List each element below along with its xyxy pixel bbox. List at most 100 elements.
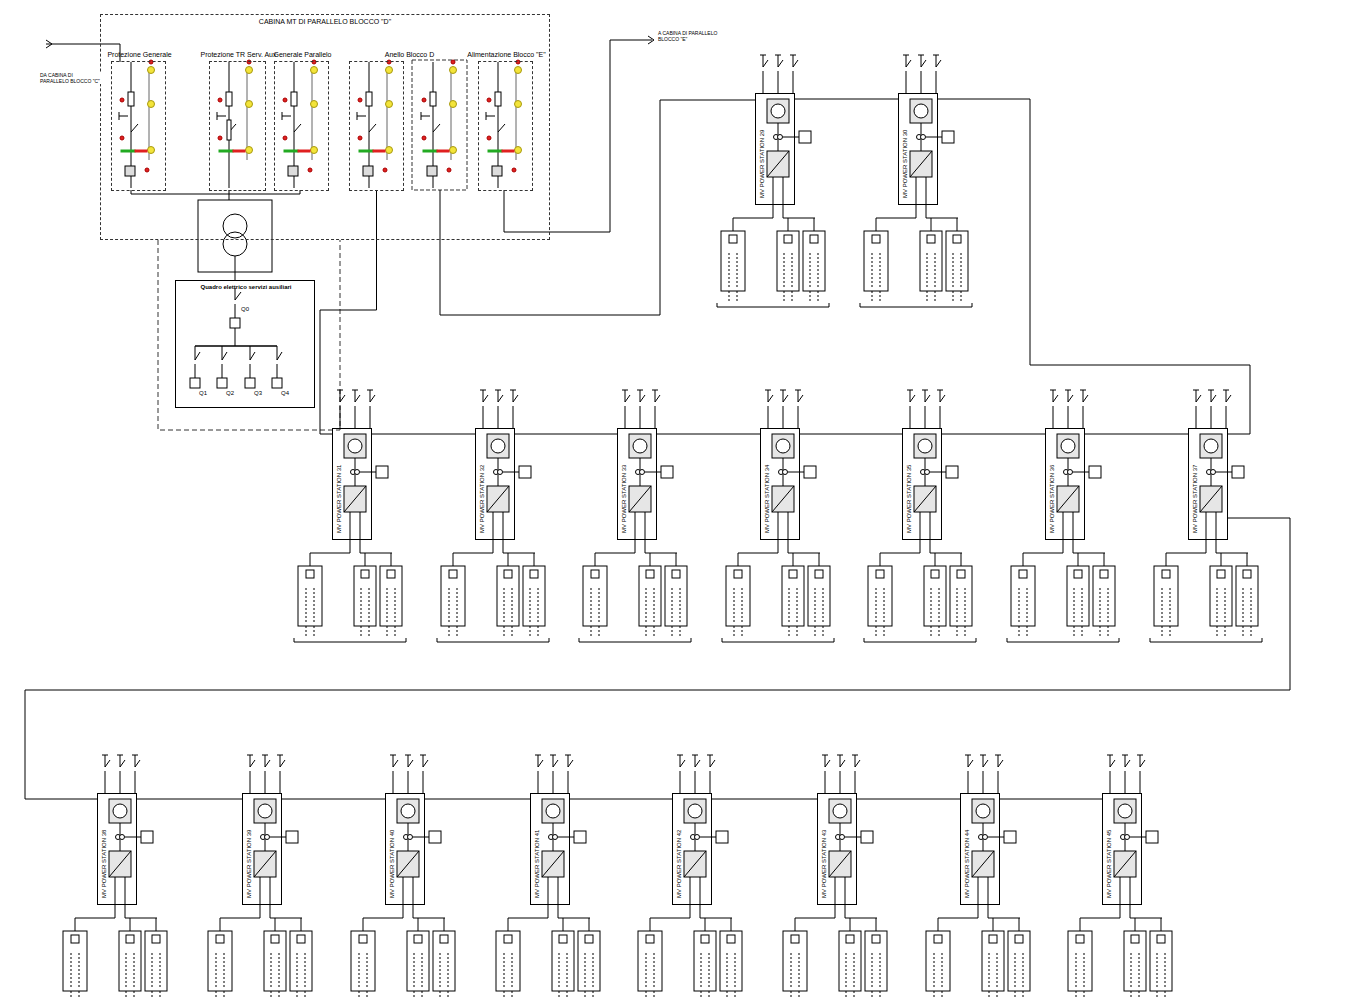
indicator-lamp — [386, 67, 393, 74]
switch-symbol — [250, 760, 255, 767]
wire — [840, 755, 841, 767]
wire — [835, 877, 836, 905]
inverter-symbol — [767, 151, 789, 177]
pv-string — [818, 253, 819, 289]
switch-symbol — [983, 760, 988, 767]
switch-symbol — [340, 395, 345, 402]
wire — [935, 553, 936, 566]
wire — [690, 877, 691, 905]
wire — [503, 472, 519, 473]
pv-string — [367, 953, 368, 989]
pv-string — [934, 991, 935, 999]
wire — [692, 755, 698, 756]
wire — [310, 553, 350, 554]
mv-cable — [137, 799, 242, 800]
fuse-symbol — [989, 935, 997, 943]
transformer-winding — [223, 232, 247, 256]
wire — [310, 553, 311, 566]
pv-string — [367, 991, 368, 999]
pv-string — [1100, 626, 1101, 638]
wire — [340, 390, 341, 402]
wire — [710, 771, 711, 793]
pv-string — [79, 953, 80, 989]
node-label: MV POWER STATION 39 — [246, 830, 253, 898]
wire — [1053, 406, 1054, 428]
switch-symbol — [968, 760, 973, 767]
wire — [780, 390, 786, 391]
pv-string — [823, 626, 824, 638]
wire — [680, 755, 681, 767]
pv-string — [1074, 588, 1075, 624]
fuse-symbol — [646, 935, 654, 943]
string-box — [946, 231, 968, 291]
wire — [220, 918, 260, 919]
switch-symbol — [1125, 760, 1130, 767]
pv-string — [957, 588, 958, 624]
pv-string — [314, 588, 315, 624]
wire — [783, 137, 799, 138]
node-label: MV POWER STATION 40 — [389, 830, 396, 898]
wire — [408, 771, 409, 793]
pv-string — [538, 588, 539, 624]
pv-string — [1019, 588, 1020, 624]
string-box — [782, 566, 804, 626]
wire — [115, 877, 116, 905]
pv-string — [961, 253, 962, 289]
status-dot — [422, 98, 426, 102]
pv-string — [797, 588, 798, 624]
wire — [403, 877, 404, 905]
wire — [360, 472, 376, 473]
switch-symbol — [910, 395, 915, 402]
pv-string — [591, 626, 592, 638]
string-box — [777, 231, 799, 291]
switch-symbol — [840, 760, 845, 767]
wire — [589, 918, 590, 931]
transformer-winding — [348, 439, 362, 453]
aux-box — [574, 831, 586, 843]
pv-string — [559, 991, 560, 999]
pv-string — [709, 953, 710, 989]
pv-string — [361, 588, 362, 624]
pv-string — [784, 253, 785, 289]
fuse-symbol — [872, 935, 880, 943]
wire — [350, 512, 351, 540]
node-label: MV POWER STATION 34 — [764, 465, 771, 533]
wire — [503, 512, 504, 540]
ct-symbol — [925, 470, 930, 475]
wire — [413, 837, 429, 838]
pv-string — [872, 253, 873, 289]
wire — [918, 55, 924, 56]
string-box — [583, 566, 607, 626]
wire — [793, 553, 794, 566]
pv-string — [935, 291, 936, 303]
indicator-lamp — [515, 101, 522, 108]
fuse-symbol — [872, 235, 880, 243]
wire — [1216, 512, 1217, 540]
aux-box — [804, 466, 816, 478]
power-station-box: MV POWER STATION 38 — [97, 793, 137, 905]
wire — [534, 553, 535, 566]
power-station-box: MV POWER STATION 41 — [530, 793, 570, 905]
aux-box — [861, 831, 873, 843]
mv-cell: Protezione TR Serv. Aux — [209, 61, 266, 191]
transformer-box — [1200, 434, 1222, 458]
wire — [622, 390, 628, 391]
switch-symbol — [921, 60, 926, 67]
wire — [700, 877, 701, 905]
pv-string — [953, 253, 954, 289]
ct-symbol — [408, 835, 413, 840]
transformer-box — [684, 799, 706, 823]
wire — [822, 755, 828, 756]
status-dot — [383, 168, 387, 172]
string-box — [578, 931, 600, 991]
earth-switch — [282, 116, 291, 117]
status-bar — [135, 150, 147, 152]
node-label: MV POWER STATION 38 — [101, 830, 108, 898]
pv-string — [934, 953, 935, 989]
pv-string — [1108, 626, 1109, 638]
string-box — [721, 231, 745, 291]
inverter-symbol — [1200, 486, 1222, 512]
string-box — [407, 931, 429, 991]
pv-string — [789, 626, 790, 638]
wire — [558, 837, 574, 838]
